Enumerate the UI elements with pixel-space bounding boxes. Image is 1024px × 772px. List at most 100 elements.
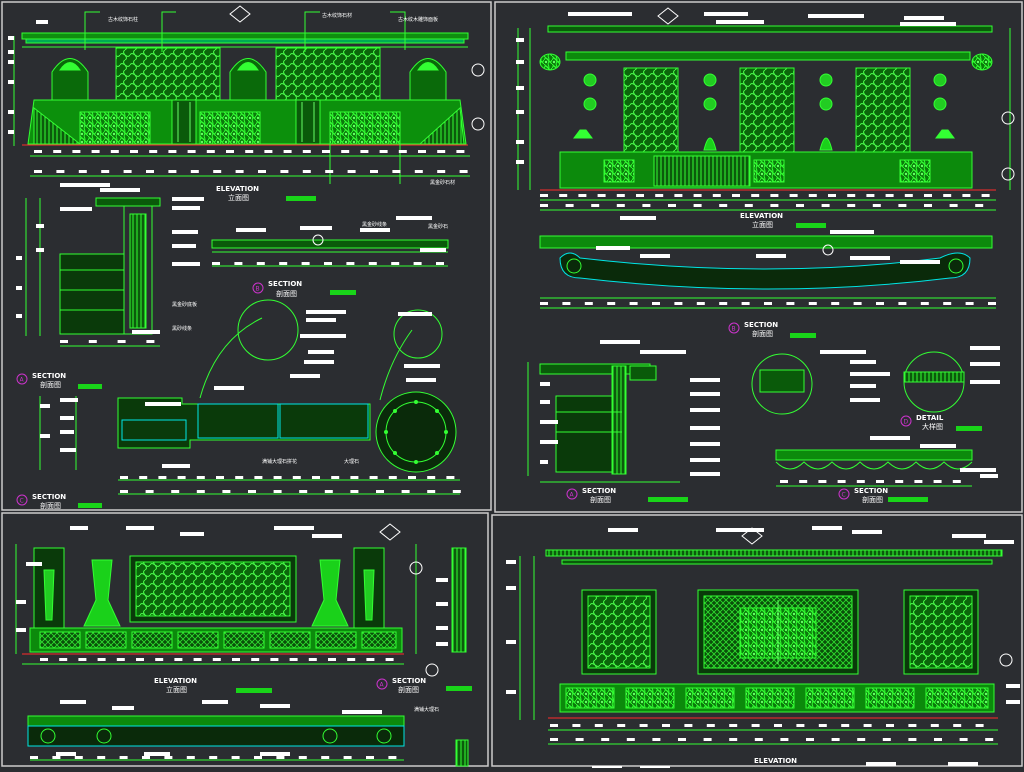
label-bar — [202, 700, 228, 704]
label-bar — [857, 738, 866, 741]
label-bar — [970, 380, 1000, 384]
label-bar — [324, 490, 333, 493]
label-bar — [690, 378, 720, 382]
label-bar — [388, 756, 397, 759]
label-bar — [254, 476, 263, 479]
label-bar — [970, 362, 1000, 366]
label-bar — [953, 724, 962, 727]
label-bar — [847, 194, 856, 197]
label-bar — [970, 346, 1000, 350]
label-bar — [8, 36, 14, 40]
label-bar — [427, 490, 436, 493]
label-bar — [72, 150, 81, 153]
label-bar — [251, 658, 260, 661]
label-bar — [578, 194, 587, 197]
label-bar — [342, 710, 382, 714]
label-bar — [575, 738, 584, 741]
label-bar — [231, 756, 240, 759]
panel2-section-c-title: C SECTION 剖面图 — [838, 487, 888, 504]
label-bar — [696, 302, 705, 305]
label-bar — [112, 706, 134, 710]
label-bar — [652, 738, 661, 741]
label-bar — [704, 12, 748, 16]
panel1-section-c-title: C SECTION 剖面图 — [16, 493, 66, 510]
label-bar — [943, 194, 952, 197]
label-bar — [312, 534, 342, 538]
label-bar — [729, 738, 738, 741]
label-bar — [302, 170, 311, 173]
label-bar — [97, 756, 106, 759]
label-bar — [186, 756, 195, 759]
label-bar — [780, 480, 788, 483]
label-bar — [934, 738, 942, 741]
label-bar — [126, 526, 154, 530]
svg-text:黑金砂石材: 黑金砂石材 — [430, 179, 455, 186]
label-bar — [693, 204, 702, 207]
label-bar — [908, 724, 917, 727]
label-bar — [662, 724, 670, 727]
label-bar — [279, 262, 288, 265]
svg-text:SECTION: SECTION — [32, 372, 66, 380]
label-bar — [655, 194, 664, 197]
label-bar — [436, 602, 448, 606]
label-bar — [904, 16, 944, 20]
label-bar — [388, 476, 397, 479]
label-bar — [837, 480, 846, 483]
label-bar — [540, 382, 550, 386]
label-bar — [596, 246, 630, 250]
label-bar — [117, 340, 126, 343]
label-bar — [366, 658, 375, 661]
label-bar — [16, 628, 26, 632]
svg-text:ELEVATION: ELEVATION — [740, 212, 783, 220]
label-bar — [414, 170, 423, 173]
label-bar — [34, 170, 42, 173]
label-bar — [850, 372, 890, 376]
svg-text:ELEVATION: ELEVATION — [216, 185, 259, 193]
label-bar — [831, 302, 840, 305]
label-bar — [540, 194, 548, 197]
label-bar — [187, 150, 196, 153]
label-bar — [53, 150, 62, 153]
label-bar — [379, 150, 388, 153]
label-bar — [70, 526, 88, 530]
label-bar — [601, 738, 610, 741]
label-bar — [413, 262, 422, 265]
label-bar — [368, 262, 377, 265]
label-bar — [190, 170, 199, 173]
label-bar — [36, 224, 44, 228]
label-bar — [324, 262, 332, 265]
label-bar — [985, 738, 994, 741]
label-bar — [456, 150, 465, 153]
label-bars — [8, 12, 1020, 770]
label-bar — [690, 458, 720, 462]
label-bar — [60, 398, 78, 402]
label-bar — [116, 658, 125, 661]
svg-text:黑金砂石: 黑金砂石 — [428, 223, 448, 230]
label-bar — [516, 86, 524, 90]
label-bar — [436, 626, 448, 630]
label-bar — [60, 340, 68, 343]
label-bar — [360, 150, 369, 153]
label-bar — [565, 204, 574, 207]
panel4-elevation-title: ELEVATION — [754, 757, 797, 765]
label-bar — [172, 262, 200, 266]
label-bar — [52, 756, 61, 759]
label-bar — [212, 262, 220, 265]
svg-text:SECTION: SECTION — [582, 487, 616, 495]
label-bar — [591, 204, 600, 207]
label-bar — [155, 658, 164, 661]
label-bar — [40, 658, 48, 661]
label-bar — [808, 194, 817, 197]
label-bar — [222, 490, 231, 493]
feature-wall-elevation — [517, 25, 1011, 211]
label-bar — [418, 150, 426, 153]
label-bar — [308, 350, 334, 354]
label-bar — [812, 526, 842, 530]
label-bar — [408, 476, 416, 479]
label-bar — [751, 724, 760, 727]
label-bar — [808, 302, 817, 305]
label-bar — [452, 490, 461, 493]
label-bar — [343, 756, 352, 759]
label-bar — [436, 578, 448, 582]
